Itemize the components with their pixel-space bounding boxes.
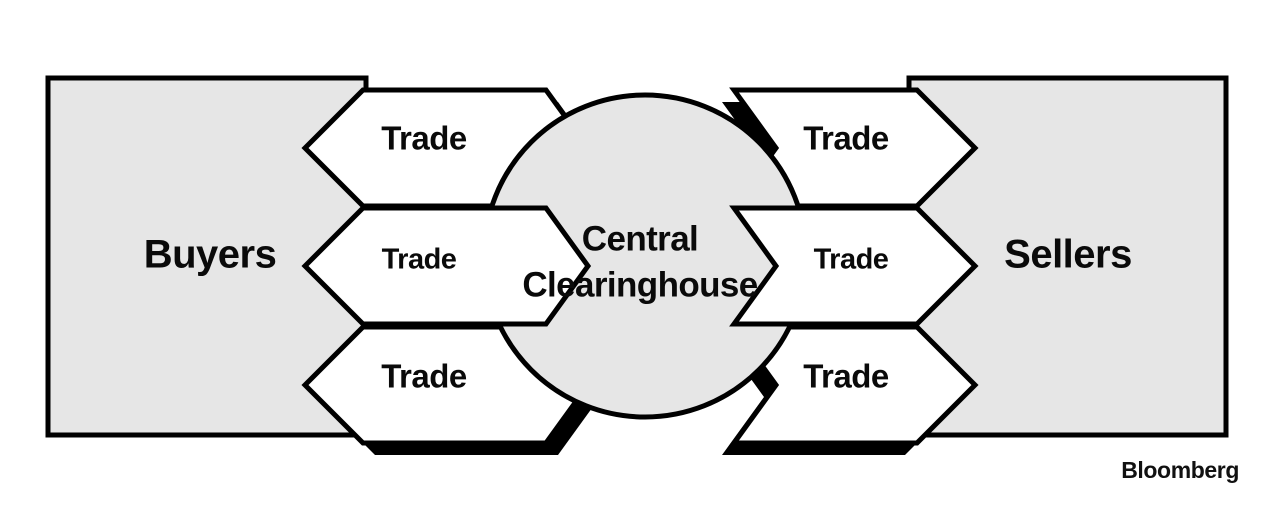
left-arrow-middle — [301, 205, 592, 327]
left-arrow-middle-body — [301, 205, 592, 327]
bloomberg-credit: Bloomberg — [1121, 457, 1239, 483]
right-trade-label-top: Trade — [803, 120, 889, 157]
left-trade-label-middle: Trade — [382, 244, 457, 276]
hub-label-line2: Clearinghouse — [522, 265, 757, 304]
sellers-label: Sellers — [1004, 233, 1132, 277]
right-arrow-middle — [729, 205, 979, 327]
hub-label-line1: Central — [582, 219, 698, 258]
left-trade-label-top: Trade — [381, 120, 467, 157]
right-trade-label-bottom: Trade — [803, 358, 889, 395]
buyers-label: Buyers — [144, 233, 277, 277]
right-arrow-middle-body — [729, 205, 979, 327]
right-trade-label-middle: Trade — [814, 244, 889, 276]
left-trade-label-bottom: Trade — [381, 358, 467, 395]
right-arrow-bottom-body — [729, 324, 979, 446]
